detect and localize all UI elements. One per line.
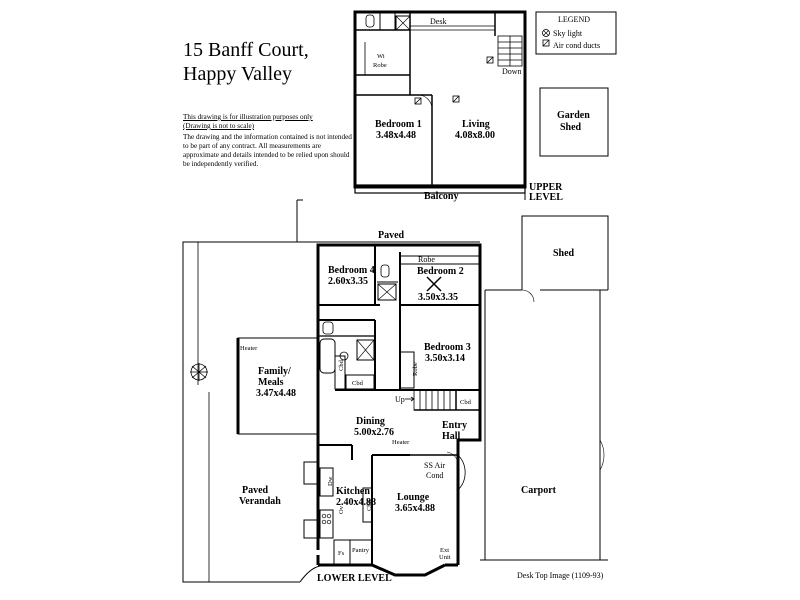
dishwasher-label: Dw [327,476,334,486]
lounge-name: Lounge [397,492,430,503]
lower-shower-1 [377,283,397,301]
ext-unit-label-2: Unit [439,554,451,561]
carport [480,215,609,561]
family-size: 3.47x4.48 [256,388,296,399]
dishwasher [319,467,334,497]
disclaimer-body: The drawing and the information containe… [183,133,352,168]
garden-shed [539,87,609,157]
kitchen-name: Kitchen [336,486,370,497]
upper-level-label-2: LEVEL [529,192,563,203]
heater-label-2: Heater [392,439,410,446]
hall-cbd-label: Cbd [352,380,364,387]
bedroom1-name: Bedroom 1 [375,119,422,130]
wi-label: Wi [377,53,385,60]
fs-label: Fs [338,550,345,557]
aircond-icon [542,39,550,47]
family-name-2: Meals [258,377,284,388]
heater-label-1: Heater [240,345,258,352]
legend-heading: LEGEND [558,15,590,24]
shed-label: Shed [553,248,575,259]
carport-label: Carport [521,485,557,496]
entry-label-2: Hall [442,431,461,442]
servery [303,519,319,539]
pantry [349,539,373,565]
family-name-1: Family/ [258,366,291,377]
bathtub [319,338,336,374]
dining-name: Dining [356,416,385,427]
oven-label: Ov [338,505,345,514]
ext-unit-label-1: Ext [440,547,449,554]
lounge-size: 3.65x4.88 [395,503,435,514]
family-cbd-label: Cbd [338,359,345,371]
tree-icon [190,363,208,381]
garden-shed-label-1: Garden [557,110,590,121]
bedroom2-name: Bedroom 2 [417,266,464,277]
bed3-robe [399,351,415,389]
disclaimer-line-2: (Drawing is not to scale) [183,122,255,130]
upper-toilet [365,14,375,28]
sink [303,461,319,485]
paved-verandah-label-1: Paved [242,485,269,496]
lower-stairs [413,389,457,411]
ss-aircond-label-1: SS Air [424,461,445,470]
legend [535,11,617,55]
upper-stairs [497,35,523,67]
kitchen-cbd [362,487,373,523]
upper-level [353,10,527,200]
garden-shed-label-2: Shed [560,122,582,133]
pantry-label: Pantry [352,547,370,554]
stair-cbd-label: Cbd [460,399,472,406]
dining-size: 5.00x2.76 [354,427,394,438]
living-name: Living [462,119,490,130]
disclaimer-line-1: This drawing is for illustration purpose… [183,113,313,121]
fan-icon [426,276,442,292]
property-address: 15 Banff Court, Happy Valley [183,38,309,86]
toilet-1 [380,264,390,278]
bedroom2-size: 3.50x3.35 [418,292,458,303]
wi-robe-label: Robe [373,62,387,69]
toilet-2 [322,321,334,335]
lower-level-site [182,199,480,583]
entry-label-1: Entry [442,420,467,431]
upper-level-label-1: UPPER [529,182,563,193]
kitchen-cbd-label: Cbd [366,499,373,511]
lower-shower-2 [356,339,375,361]
bedroom4-size: 2.60x3.35 [328,276,368,287]
bed2-robe [399,255,481,265]
kitchen-size: 2.40x4.88 [336,497,376,508]
up-label: Up [395,395,405,404]
desk-label: Desk [430,17,446,26]
aircond-duct-icon [414,56,494,105]
skylight-icon [542,29,550,37]
house-walls [303,243,482,577]
disclaimer: This drawing is for illustration purpose… [183,113,353,169]
legend-skylight: Sky light [553,29,583,38]
paved-top-label: Paved [378,230,405,241]
address-line-1: 15 Banff Court, [183,39,309,61]
bed2-robe-label: Robe [418,255,435,264]
down-label: Down [502,67,522,76]
balcony-label: Balcony [424,191,458,202]
bedroom3-name: Bedroom 3 [424,342,471,353]
image-credit: Desk Top Image (1109-93) [517,571,604,580]
oven [319,509,334,539]
bedroom3-size: 3.50x3.14 [425,353,465,364]
lower-level-label: LOWER LEVEL [317,573,392,584]
ss-aircond-label-2: Cond [426,471,443,480]
legend-aircond: Air cond ducts [553,41,600,50]
living-size: 4.08x8.00 [455,130,495,141]
upper-outline [353,10,527,189]
paved-verandah-label-2: Verandah [239,496,281,507]
bed3-robe-label: Robe [412,362,419,376]
bedroom4-name: Bedroom 4 [328,265,375,276]
address-line-2: Happy Valley [183,63,293,85]
bedroom1-size: 3.48x4.48 [376,130,416,141]
